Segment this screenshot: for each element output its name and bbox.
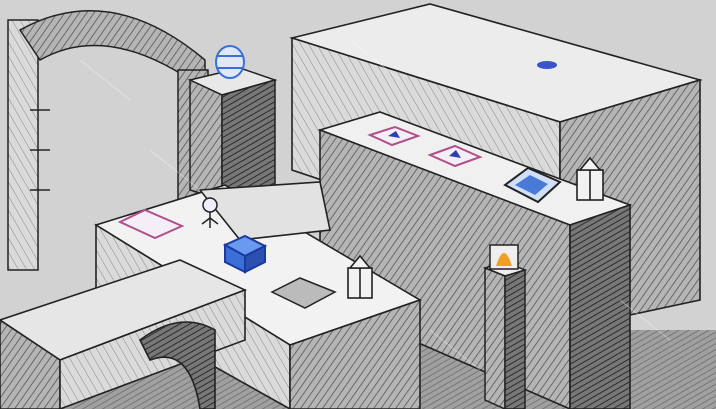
pressure-plate-icon[interactable] [427,144,483,168]
character-icon[interactable] [201,197,219,228]
grate-icon [270,277,337,309]
rain-overlay [79,39,671,371]
lantern-icon[interactable] [347,254,373,299]
target-marker-icon[interactable] [537,61,557,69]
block-icon[interactable] [222,234,268,274]
mirror-icon[interactable] [503,166,562,204]
pressure-plate-icon[interactable] [117,208,185,240]
torch-icon[interactable] [489,244,519,270]
lantern-icon[interactable] [576,156,604,201]
lower-bridge [0,259,248,409]
torch-pillar [482,261,528,409]
barrel-icon[interactable] [215,45,245,79]
pressure-plate-icon[interactable] [367,125,421,147]
barrel-pillar [187,67,278,211]
